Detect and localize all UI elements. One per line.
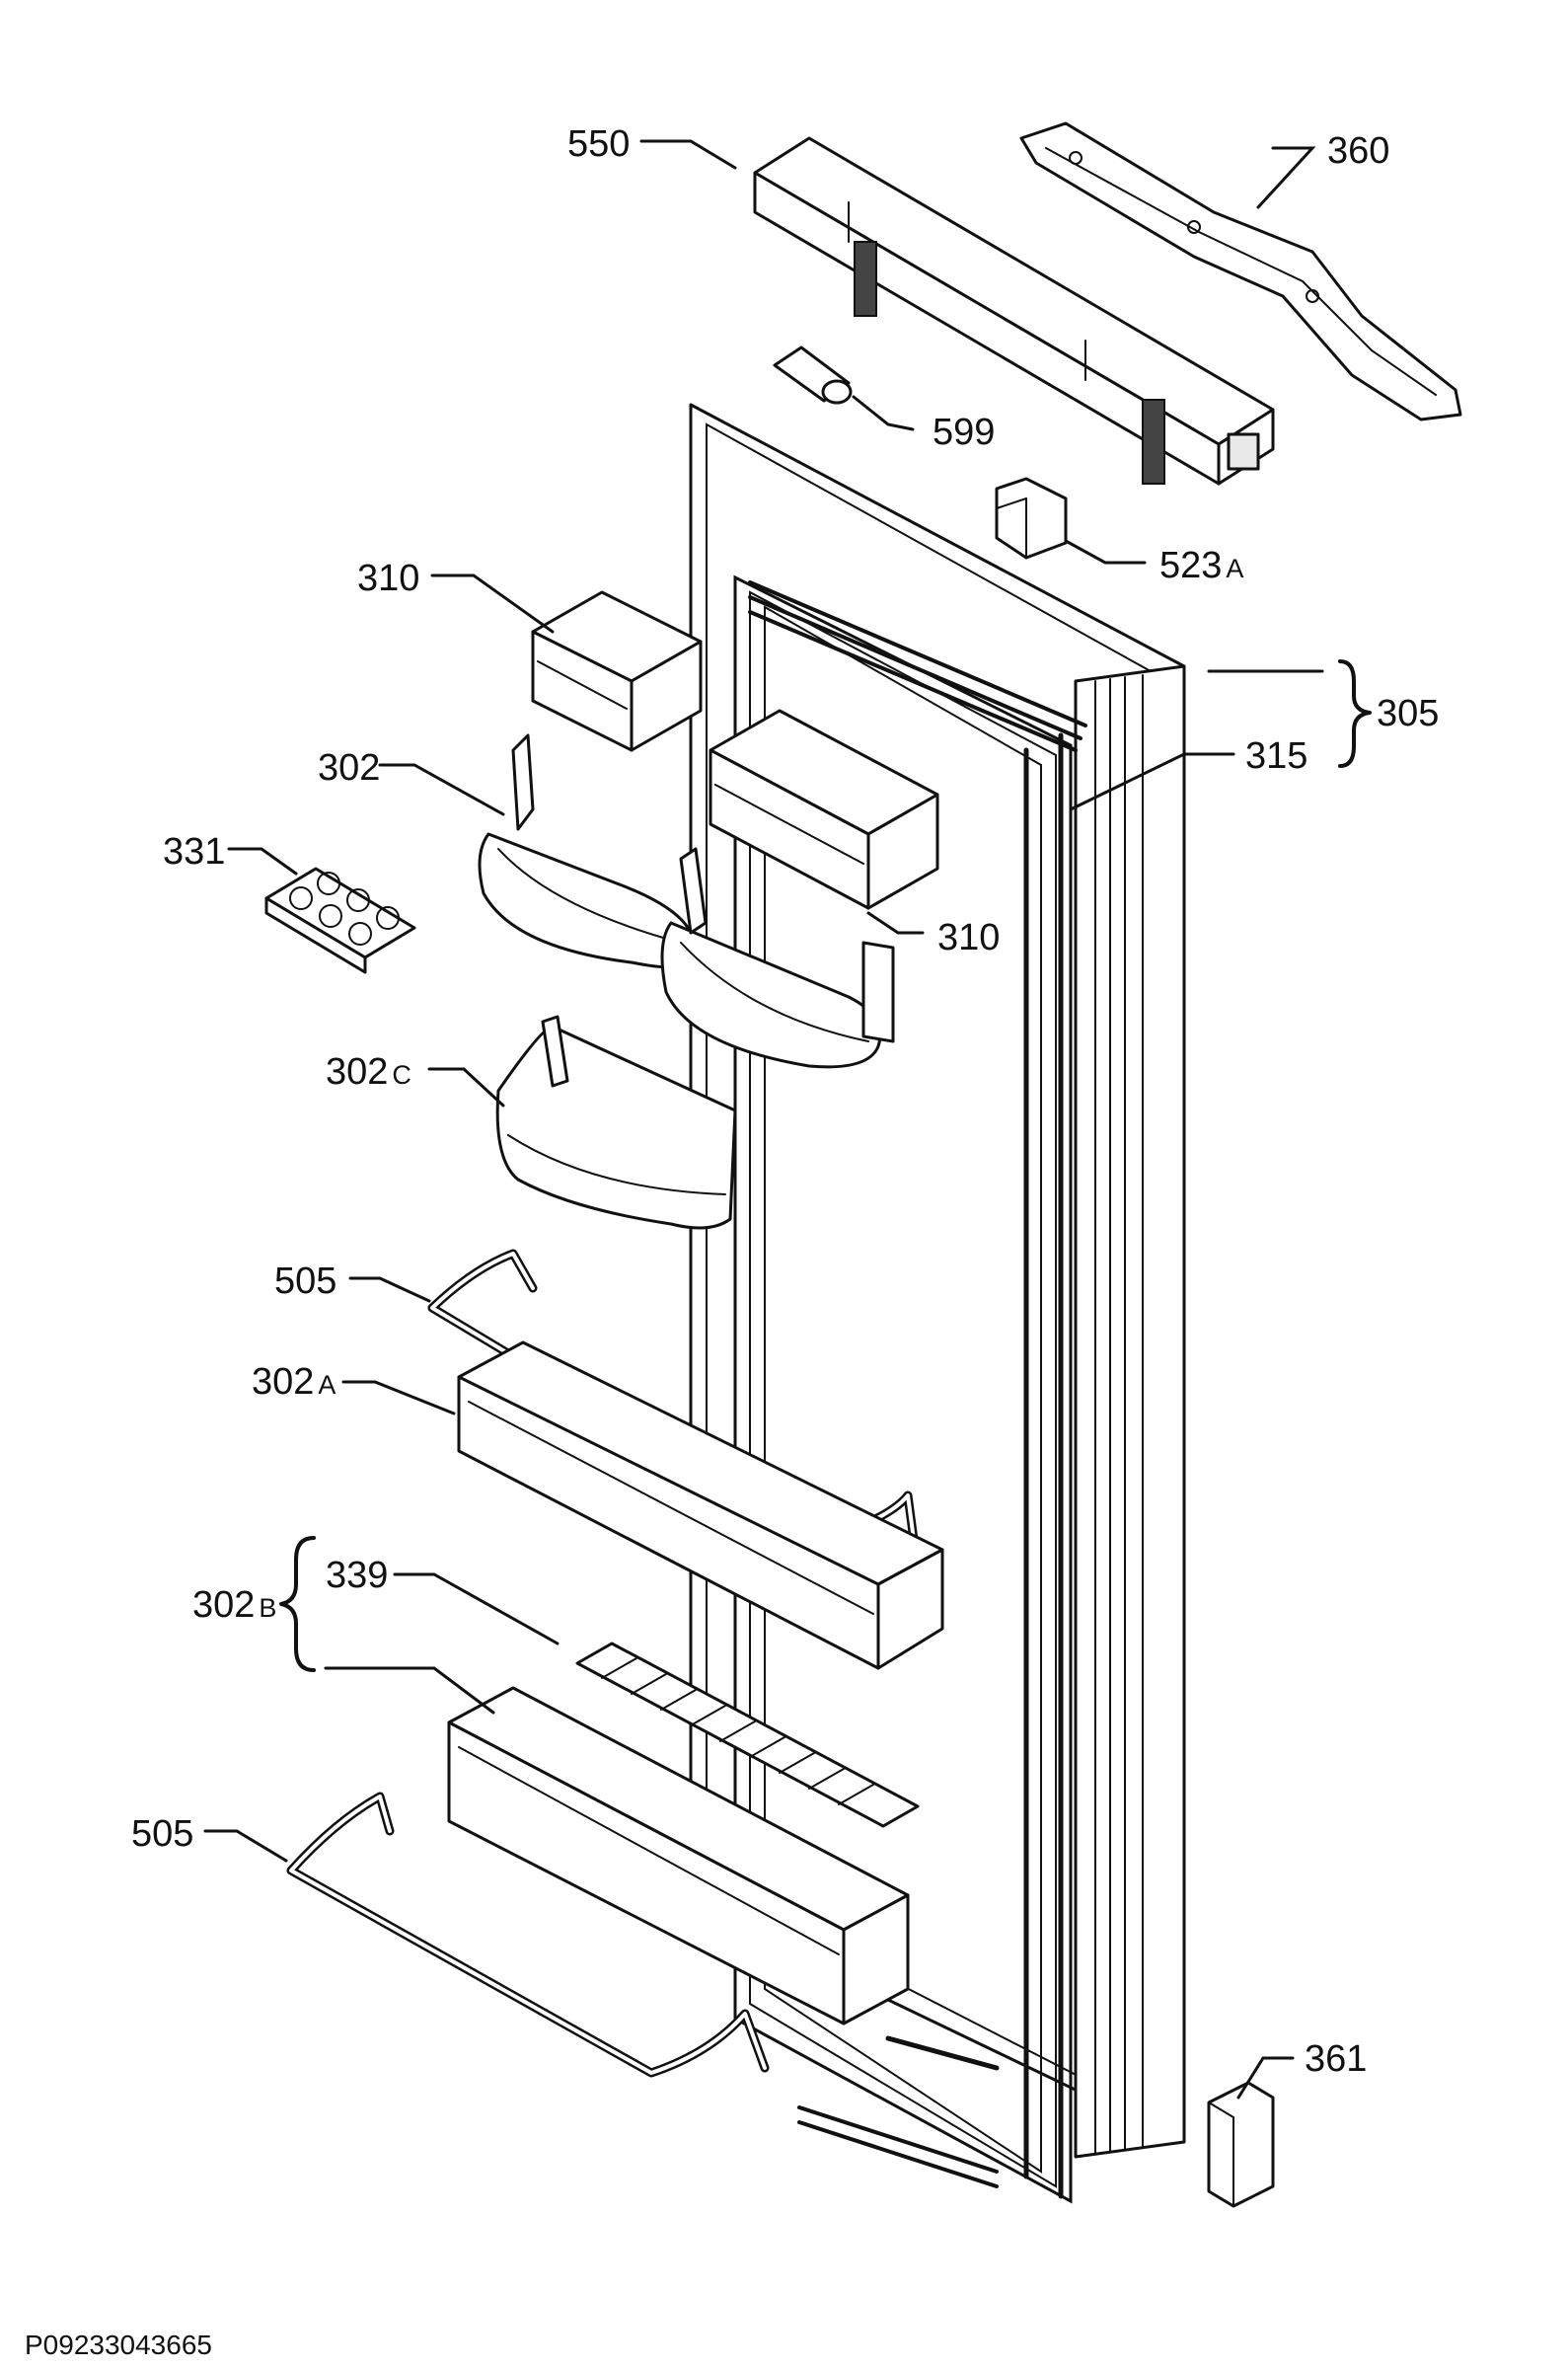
label-310-top: 310 [357,558,419,599]
part-339-divider-comb [575,1642,920,1828]
part-310-box-lower [709,709,939,910]
label-550: 550 [567,123,630,165]
part-310-box-upper [531,590,703,752]
brace-305 [1338,659,1372,768]
diagram-code: P09233043665 [25,2330,212,2360]
label-310-right: 310 [937,917,1000,958]
part-599-pin [773,345,853,405]
part-360-hinge-bracket [1019,121,1462,421]
label-505-bottom: 505 [131,1813,193,1855]
label-302: 302 [318,747,380,789]
label-305: 305 [1377,693,1439,734]
part-523a-stopper [995,477,1068,560]
label-360: 360 [1327,130,1389,172]
part-302b-bottle-shelf [447,1686,910,2025]
label-361: 361 [1305,2038,1367,2080]
label-339: 339 [326,1555,388,1596]
label-599: 599 [933,412,995,453]
label-505-top: 505 [274,1261,336,1302]
part-302-shelf-right [660,847,895,1069]
leader-lines [203,139,1324,2100]
part-361-hinge-clip [1207,2081,1275,2208]
part-331-egg-tray [264,867,416,974]
label-315: 315 [1245,735,1307,777]
label-331: 331 [163,831,225,873]
part-302-shelf-left [478,733,696,969]
part-302c-small-shelf [495,1015,737,1230]
part-302a-bottle-shelf [457,1340,944,1670]
brace-302b [279,1536,316,1672]
part-505-wire-lower [286,1792,770,2078]
part-550-hinge-cover [753,136,1275,486]
